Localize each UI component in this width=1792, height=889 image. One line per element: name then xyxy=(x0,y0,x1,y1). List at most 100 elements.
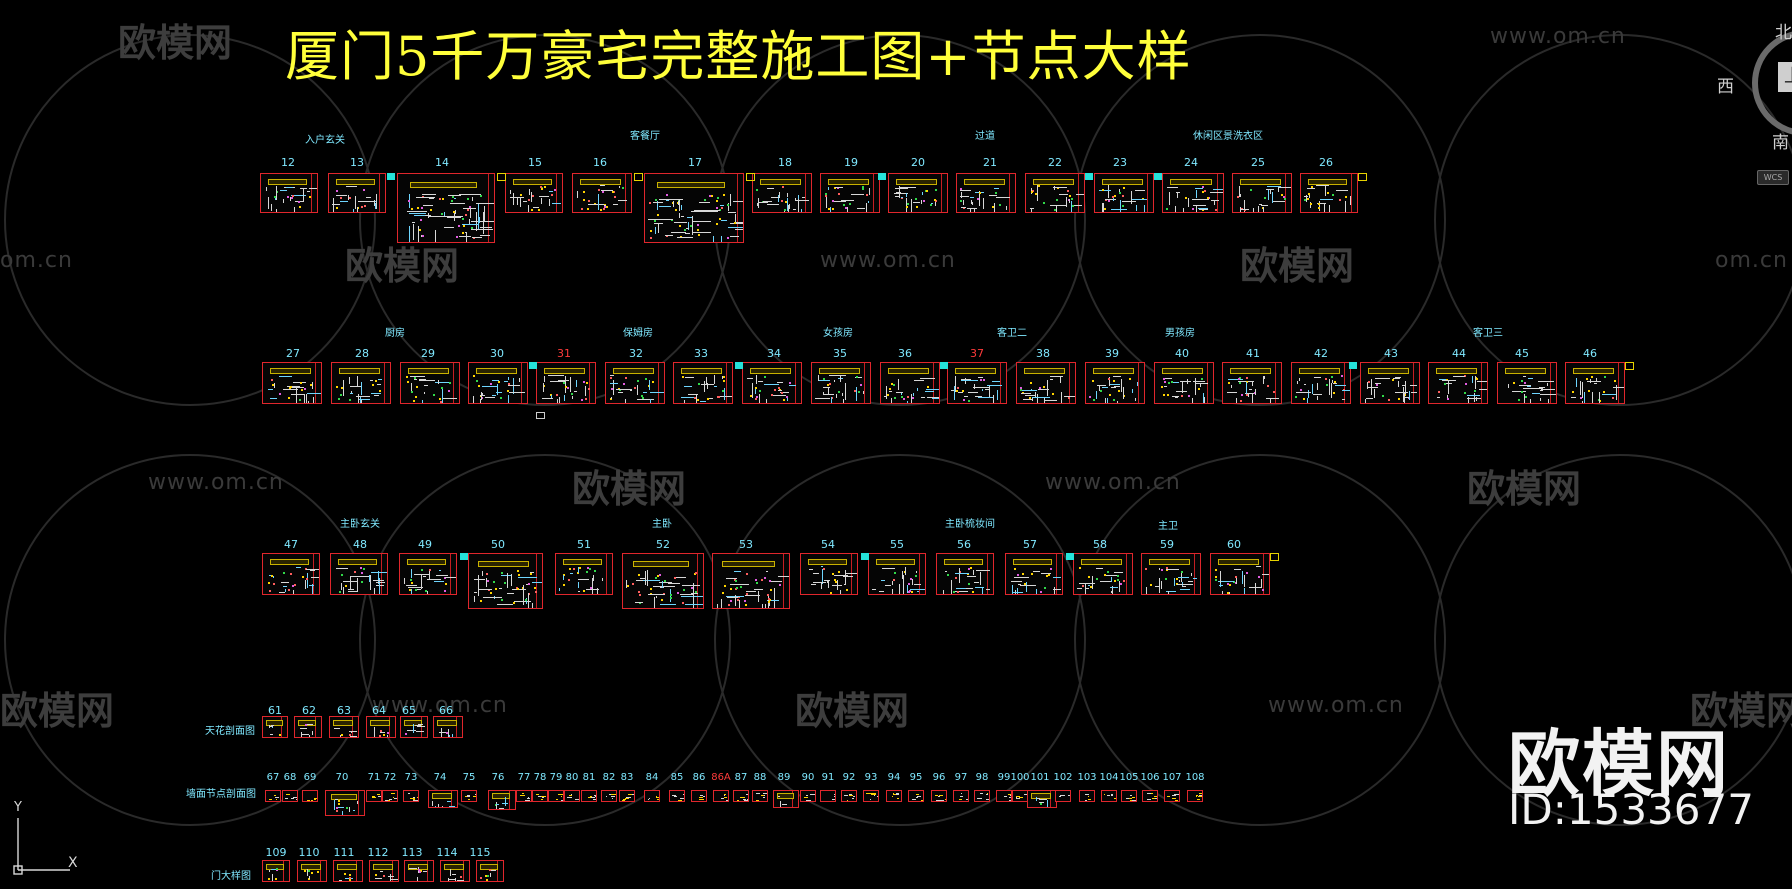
drawing-sheet[interactable] xyxy=(581,790,597,802)
drawing-sheet[interactable] xyxy=(773,790,799,808)
drawing-sheet[interactable] xyxy=(262,553,320,595)
drawing-sheet[interactable] xyxy=(1141,553,1201,595)
drawing-sheet[interactable] xyxy=(1094,173,1154,213)
drawing-sheet[interactable] xyxy=(399,553,457,595)
drawing-sheet[interactable] xyxy=(868,553,926,595)
drawing-sheet[interactable] xyxy=(644,790,660,802)
drawing-sheet[interactable] xyxy=(564,790,580,802)
drawing-sheet[interactable] xyxy=(366,716,396,738)
drawing-sheet[interactable] xyxy=(428,790,458,808)
drawing-sheet[interactable] xyxy=(400,362,460,404)
drawing-sheet[interactable] xyxy=(403,790,419,802)
viewcube-north[interactable]: 北 xyxy=(1775,23,1792,43)
drawing-sheet[interactable] xyxy=(1025,173,1085,213)
drawing-sheet[interactable] xyxy=(1164,790,1180,802)
drawing-sheet[interactable] xyxy=(713,790,729,802)
drawing-sheet[interactable] xyxy=(733,790,749,802)
drawing-sheet[interactable] xyxy=(1162,173,1224,213)
drawing-sheet[interactable] xyxy=(548,790,564,802)
drawing-sheet[interactable] xyxy=(555,553,613,595)
drawing-sheet[interactable] xyxy=(622,553,704,609)
drawing-sheet[interactable] xyxy=(572,173,632,213)
drawing-sheet[interactable] xyxy=(956,173,1016,213)
drawing-sheet[interactable] xyxy=(1012,790,1028,802)
drawing-sheet[interactable] xyxy=(476,860,504,882)
drawing-sheet[interactable] xyxy=(1300,173,1358,213)
drawing-sheet[interactable] xyxy=(644,173,744,243)
drawing-sheet[interactable] xyxy=(331,362,391,404)
drawing-sheet[interactable] xyxy=(532,790,548,802)
drawing-sheet[interactable] xyxy=(468,362,528,404)
drawing-sheet[interactable] xyxy=(468,553,543,609)
viewcube-face-top[interactable]: 上 xyxy=(1778,62,1792,92)
drawing-sheet[interactable] xyxy=(820,173,880,213)
drawing-sheet[interactable] xyxy=(461,790,477,802)
drawing-sheet[interactable] xyxy=(1005,553,1063,595)
drawing-sheet[interactable] xyxy=(433,716,463,738)
drawing-sheet[interactable] xyxy=(262,362,322,404)
drawing-sheet[interactable] xyxy=(297,860,327,882)
drawing-sheet[interactable] xyxy=(505,173,563,213)
drawing-sheet[interactable] xyxy=(1565,362,1625,404)
drawing-sheet[interactable] xyxy=(302,790,318,802)
drawing-sheet[interactable] xyxy=(1497,362,1557,404)
drawing-sheet[interactable] xyxy=(1073,553,1133,595)
drawing-sheet[interactable] xyxy=(1027,790,1057,808)
drawing-sheet[interactable] xyxy=(947,362,1007,404)
drawing-sheet[interactable] xyxy=(863,790,879,802)
drawing-sheet[interactable] xyxy=(974,790,990,802)
drawing-sheet[interactable] xyxy=(800,790,816,802)
drawing-sheet[interactable] xyxy=(605,362,665,404)
drawing-sheet[interactable] xyxy=(1210,553,1270,595)
drawing-sheet[interactable] xyxy=(325,790,365,816)
drawing-sheet[interactable] xyxy=(888,173,948,213)
viewcube-west[interactable]: 西 xyxy=(1717,77,1734,97)
drawing-sheet[interactable] xyxy=(330,553,388,595)
drawing-sheet[interactable] xyxy=(931,790,947,802)
drawing-sheet[interactable] xyxy=(752,173,812,213)
drawing-sheet[interactable] xyxy=(1016,362,1076,404)
drawing-sheet[interactable] xyxy=(800,553,858,595)
drawing-sheet[interactable] xyxy=(536,362,596,404)
viewcube-ring[interactable] xyxy=(1730,15,1792,165)
drawing-sheet[interactable] xyxy=(1232,173,1292,213)
drawing-sheet[interactable] xyxy=(1154,362,1214,404)
drawing-sheet[interactable] xyxy=(366,790,382,802)
drawing-sheet[interactable] xyxy=(1428,362,1488,404)
drawing-sheet[interactable] xyxy=(1360,362,1420,404)
drawing-sheet[interactable] xyxy=(1055,790,1071,802)
drawing-sheet[interactable] xyxy=(880,362,940,404)
drawing-sheet[interactable] xyxy=(262,716,288,738)
drawing-sheet[interactable] xyxy=(1222,362,1282,404)
drawing-sheet[interactable] xyxy=(752,790,768,802)
drawing-sheet[interactable] xyxy=(953,790,969,802)
drawing-sheet[interactable] xyxy=(936,553,994,595)
drawing-sheet[interactable] xyxy=(1101,790,1117,802)
drawing-sheet[interactable] xyxy=(742,362,802,404)
drawing-sheet[interactable] xyxy=(1142,790,1158,802)
drawing-sheet[interactable] xyxy=(328,173,386,213)
drawing-sheet[interactable] xyxy=(260,173,318,213)
drawing-sheet[interactable] xyxy=(329,716,359,738)
drawing-sheet[interactable] xyxy=(488,790,516,810)
wcs-menu-button[interactable]: WCS xyxy=(1757,170,1789,185)
drawing-sheet[interactable] xyxy=(811,362,871,404)
drawing-sheet[interactable] xyxy=(1187,790,1203,802)
drawing-sheet[interactable] xyxy=(404,860,434,882)
drawing-sheet[interactable] xyxy=(712,553,790,609)
drawing-sheet[interactable] xyxy=(333,860,363,882)
drawing-sheet[interactable] xyxy=(369,860,399,882)
viewcube-south[interactable]: 南 xyxy=(1772,133,1789,153)
drawing-sheet[interactable] xyxy=(1291,362,1351,404)
drawing-sheet[interactable] xyxy=(601,790,617,802)
drawing-sheet[interactable] xyxy=(1121,790,1137,802)
drawing-sheet[interactable] xyxy=(397,173,495,243)
drawing-sheet[interactable] xyxy=(691,790,707,802)
drawing-sheet[interactable] xyxy=(886,790,902,802)
drawing-sheet[interactable] xyxy=(382,790,398,802)
drawing-sheet[interactable] xyxy=(282,790,298,802)
drawing-sheet[interactable] xyxy=(1085,362,1145,404)
drawing-sheet[interactable] xyxy=(669,790,685,802)
drawing-sheet[interactable] xyxy=(1079,790,1095,802)
